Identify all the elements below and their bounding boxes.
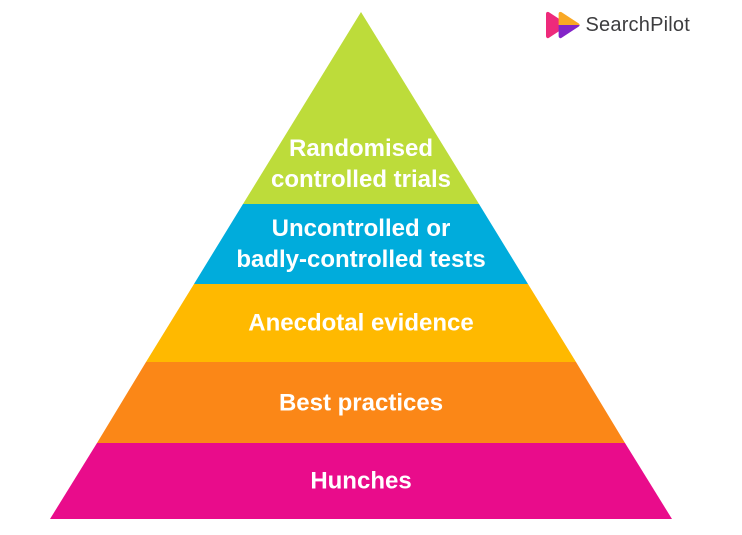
layer-label: Best practices — [278, 389, 444, 416]
layer-label: Anecdotal evidence — [248, 309, 474, 337]
pyramid-layer-randomised-controlled-trials: Randomised controlled trials — [243, 12, 479, 204]
chevron-2-shape — [558, 11, 580, 39]
pyramid-layer-best-practices: Best practices — [97, 362, 625, 443]
chevron-1-shape — [545, 11, 567, 39]
layer-label: Hunches — [310, 467, 412, 495]
pyramid-layer-hunches: Hunches — [50, 443, 672, 519]
searchpilot-logo: SearchPilot — [545, 11, 690, 39]
logo-brand-text: SearchPilot — [585, 14, 690, 36]
double-chevron-icon — [545, 11, 580, 39]
pyramid-layer-uncontrolled-tests: Uncontrolled or badly-controlled tests — [194, 204, 528, 284]
layer-label: Uncontrolled or badly-controlled tests — [236, 215, 486, 273]
layer-label: Randomised controlled trials — [270, 135, 452, 193]
pyramid-layer-anecdotal-evidence: Anecdotal evidence — [146, 284, 576, 362]
